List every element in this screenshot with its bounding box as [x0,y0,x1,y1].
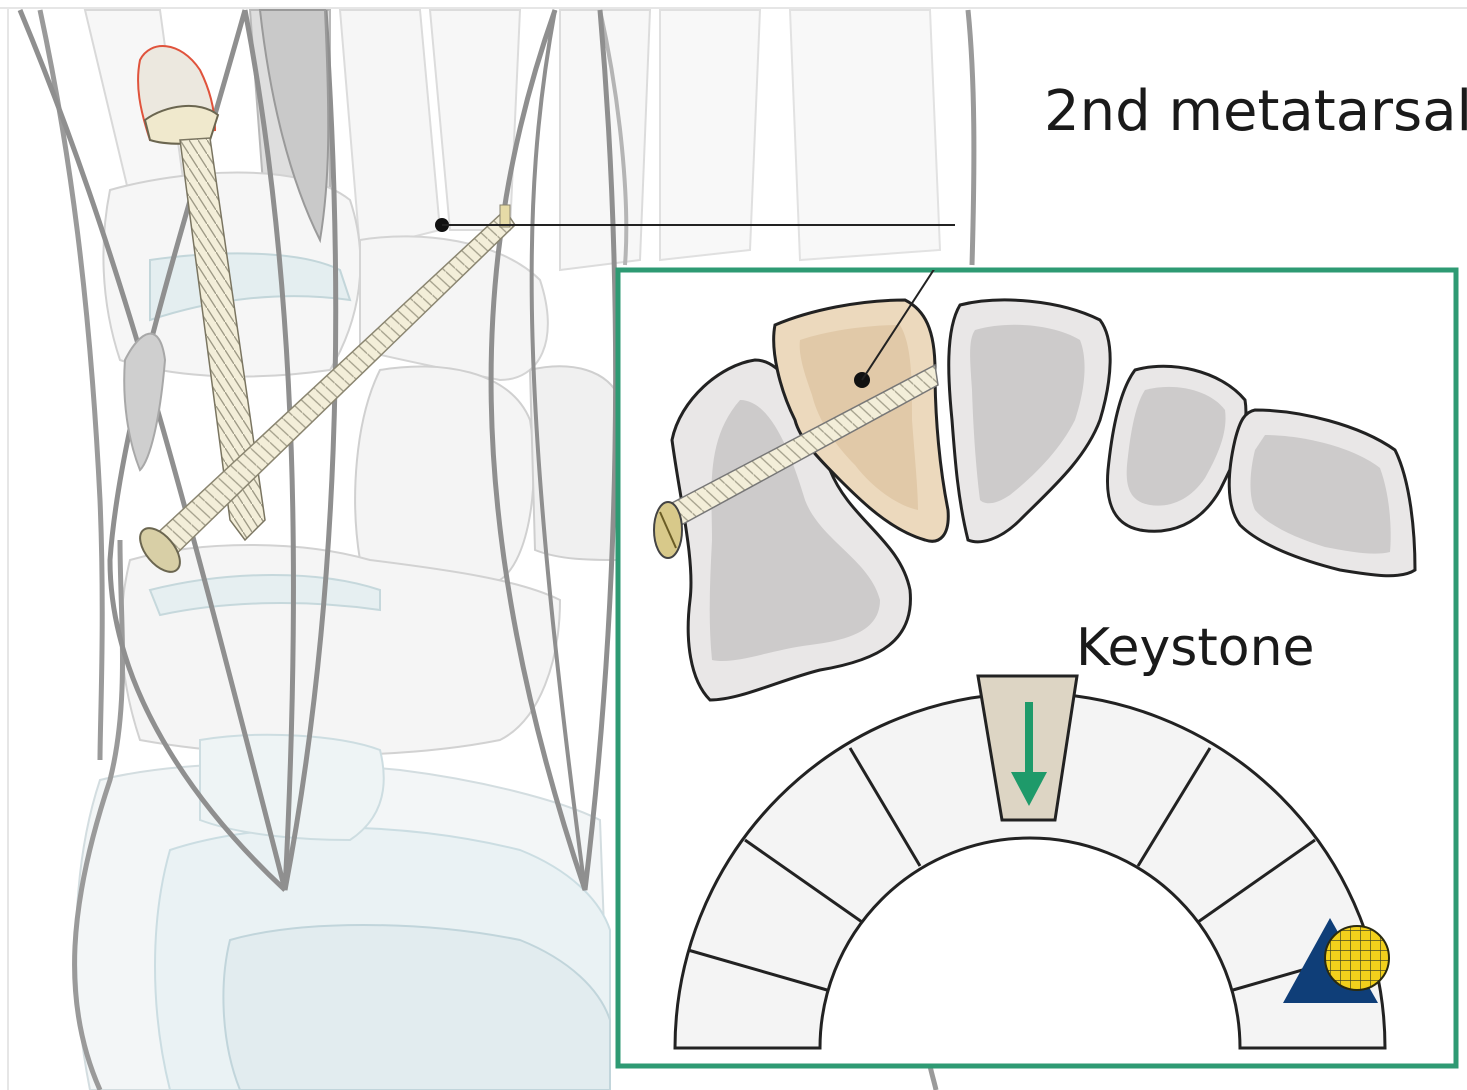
label-second-metatarsal: 2nd metatarsal [1044,79,1467,144]
label-keystone: Keystone [1076,618,1315,678]
inset-panel [618,125,1456,1066]
